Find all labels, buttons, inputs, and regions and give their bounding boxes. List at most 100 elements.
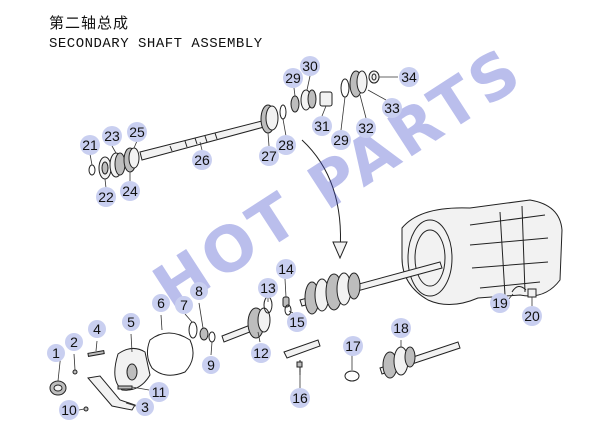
callout-14: 14 — [276, 259, 296, 279]
svg-text:20: 20 — [524, 308, 540, 324]
part-17-ring — [344, 370, 360, 382]
svg-text:4: 4 — [93, 321, 101, 337]
svg-text:15: 15 — [289, 314, 305, 330]
part-12-gear — [221, 307, 271, 343]
svg-text:21: 21 — [82, 137, 98, 153]
svg-text:7: 7 — [180, 297, 188, 313]
callout-5: 5 — [122, 313, 140, 331]
part-1-bearing — [49, 380, 67, 396]
svg-text:34: 34 — [401, 69, 417, 85]
svg-text:12: 12 — [253, 345, 269, 361]
callout-34: 34 — [399, 67, 419, 87]
callout-20: 20 — [522, 306, 542, 326]
svg-text:13: 13 — [260, 280, 276, 296]
callout-27: 27 — [259, 146, 279, 166]
callout-23: 23 — [102, 126, 122, 146]
svg-text:5: 5 — [127, 314, 135, 330]
svg-text:9: 9 — [207, 357, 215, 373]
title-chinese: 第二轴总成 — [49, 14, 130, 32]
svg-text:23: 23 — [104, 128, 120, 144]
part-24-25-gear — [123, 147, 140, 173]
svg-text:19: 19 — [492, 295, 508, 311]
callout-31: 31 — [312, 116, 332, 136]
svg-text:28: 28 — [278, 137, 294, 153]
part-29-30-synchro — [290, 89, 317, 113]
part-34-ring — [368, 70, 380, 84]
callout-30: 30 — [300, 56, 320, 76]
svg-text:33: 33 — [384, 100, 400, 116]
svg-text:29: 29 — [333, 132, 349, 148]
part-16-shift-fork — [283, 339, 321, 375]
callout-7: 7 — [175, 296, 193, 314]
svg-text:18: 18 — [393, 320, 409, 336]
part-19-plug — [511, 286, 527, 293]
part-31-sleeve — [319, 91, 333, 107]
part-10-pin — [83, 406, 89, 412]
part-9-ring — [208, 331, 216, 343]
svg-text:27: 27 — [261, 148, 277, 164]
part-27-gear — [260, 104, 279, 134]
callout-2: 2 — [65, 333, 83, 351]
part-7-8-ring — [188, 321, 209, 341]
svg-text:31: 31 — [314, 118, 330, 134]
svg-text:30: 30 — [302, 58, 318, 74]
callout-19: 19 — [490, 293, 510, 313]
callout-10: 10 — [59, 400, 79, 420]
svg-text:11: 11 — [152, 384, 167, 400]
assembly-arrow — [301, 139, 348, 260]
svg-text:25: 25 — [129, 124, 145, 140]
callout-33: 33 — [382, 98, 402, 118]
callout-3: 3 — [136, 398, 154, 416]
callout-17: 17 — [343, 336, 363, 356]
svg-text:10: 10 — [61, 402, 77, 418]
callout-29-lower: 29 — [331, 130, 351, 150]
svg-text:26: 26 — [194, 152, 210, 168]
callout-16: 16 — [290, 388, 310, 408]
part-4-pin — [87, 350, 105, 357]
svg-text:32: 32 — [358, 120, 374, 136]
part-20-nut — [527, 288, 537, 298]
part-22-bearing — [98, 156, 112, 180]
callout-4: 4 — [88, 320, 106, 338]
svg-text:3: 3 — [141, 399, 149, 415]
part-18-gear-shaft — [379, 341, 461, 379]
callout-13: 13 — [258, 278, 278, 298]
part-6-gasket — [146, 332, 194, 376]
svg-text:14: 14 — [278, 261, 294, 277]
part-32-gear — [340, 70, 368, 98]
svg-text:16: 16 — [292, 390, 308, 406]
callout-28: 28 — [276, 135, 296, 155]
callout-32: 32 — [356, 118, 376, 138]
callout-1: 1 — [47, 344, 65, 362]
callout-18: 18 — [391, 318, 411, 338]
svg-text:17: 17 — [345, 338, 361, 354]
gearbox-housing — [401, 199, 563, 305]
svg-text:2: 2 — [70, 334, 78, 350]
part-21-ring — [88, 164, 96, 176]
callout-24: 24 — [120, 181, 140, 201]
callout-6: 6 — [152, 294, 170, 312]
part-23-gear — [109, 152, 126, 178]
svg-text:6: 6 — [157, 295, 165, 311]
callout-25: 25 — [127, 122, 147, 142]
svg-text:8: 8 — [195, 283, 203, 299]
svg-text:1: 1 — [52, 345, 60, 361]
callout-11: 11 — [149, 382, 169, 402]
callout-8: 8 — [190, 282, 208, 300]
part-3-lever — [87, 375, 136, 411]
callout-15: 15 — [287, 312, 307, 332]
callout-9: 9 — [202, 356, 220, 374]
part-28-ring — [279, 104, 287, 120]
part-11-bolt — [117, 385, 133, 390]
svg-text:24: 24 — [122, 183, 138, 199]
callout-29-upper: 29 — [283, 68, 303, 88]
part-2-pin — [72, 369, 78, 375]
callout-26: 26 — [192, 150, 212, 170]
part-5-cover — [114, 348, 151, 391]
leader-lines — [57, 75, 533, 411]
callout-12: 12 — [251, 343, 271, 363]
svg-text:22: 22 — [98, 189, 114, 205]
callout-22: 22 — [96, 187, 116, 207]
